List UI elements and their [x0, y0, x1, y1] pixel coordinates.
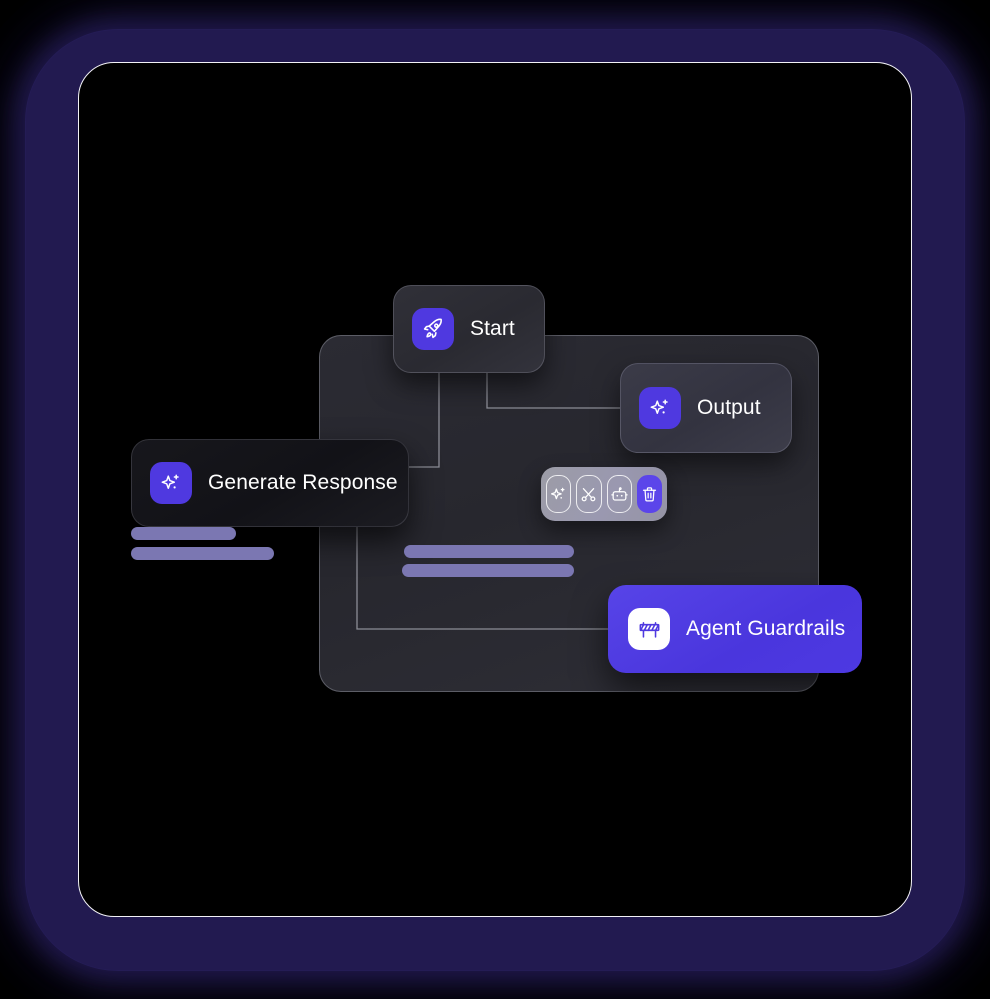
toolbar-robot-button[interactable] [606, 475, 632, 513]
node-agent-guardrails-label: Agent Guardrails [686, 617, 846, 640]
node-toolbar[interactable] [541, 467, 667, 521]
toolbar-delete-button[interactable] [636, 475, 662, 513]
barrier-icon [628, 608, 670, 650]
skeleton-bar [402, 564, 574, 577]
skeleton-bar [131, 547, 274, 560]
node-agent-guardrails[interactable]: Agent Guardrails [608, 585, 862, 673]
sparkle-icon [150, 462, 192, 504]
toolbar-enhance-button[interactable] [546, 475, 572, 513]
node-start-label: Start [470, 317, 515, 340]
node-start[interactable]: Start [393, 285, 545, 373]
rocket-icon [412, 308, 454, 350]
node-output[interactable]: Output [620, 363, 792, 453]
skeleton-bar [131, 527, 236, 540]
sparkle-icon [639, 387, 681, 429]
skeleton-bar [404, 545, 574, 558]
node-generate-response[interactable]: Generate Response [131, 439, 409, 527]
node-output-label: Output [697, 396, 761, 419]
screen-viewport: Start Output Generate Resp [78, 62, 912, 917]
toolbar-scissors-button[interactable] [576, 475, 602, 513]
node-generate-response-label: Generate Response [208, 471, 398, 494]
